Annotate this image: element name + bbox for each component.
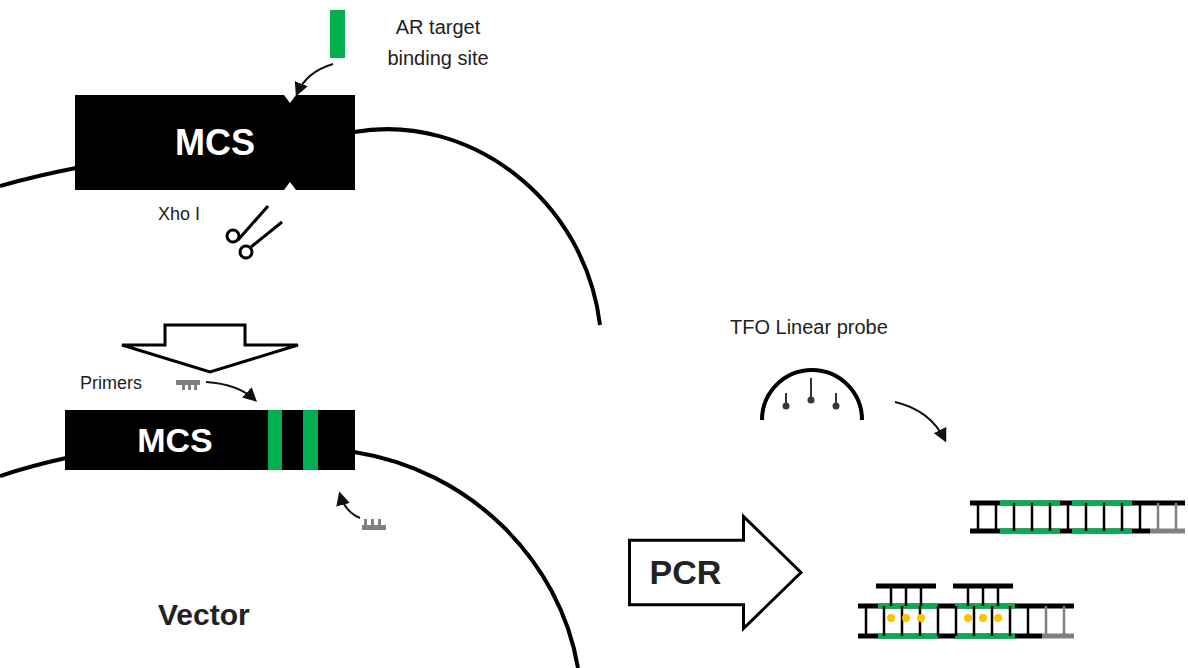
dna-duplex [970,503,1185,531]
node-text-area: PCR [628,515,803,630]
vector-backbone [0,129,600,668]
enzyme-label: Xho I [158,204,200,225]
binding-site-insert [330,10,345,58]
vector-label: Vector [158,598,250,632]
node-label: MCS [175,122,255,164]
node-text-area: MCS [65,410,355,470]
probe-symbol [762,370,862,420]
dna-duplex-probed [858,586,1074,636]
step-arrow [122,325,298,372]
insert-label: AR target binding site [362,12,514,74]
insert-arrow [297,64,333,94]
probe-arrow [895,402,945,440]
process-arrow: PCR [628,515,803,630]
primer-arrow [206,382,255,400]
probe-label: TFO Linear probe [730,316,888,339]
node-text-area: MCS [75,95,355,190]
scissors-symbol [227,206,282,258]
primer-arrow [340,494,360,518]
primer-symbol [176,380,200,390]
mcs-box: MCS [75,95,355,190]
primer-label: Primers [80,373,142,394]
node-label: PCR [650,553,722,592]
node-label: MCS [137,421,213,460]
primer-symbol [362,519,386,530]
mcs-box: MCS [65,410,355,470]
